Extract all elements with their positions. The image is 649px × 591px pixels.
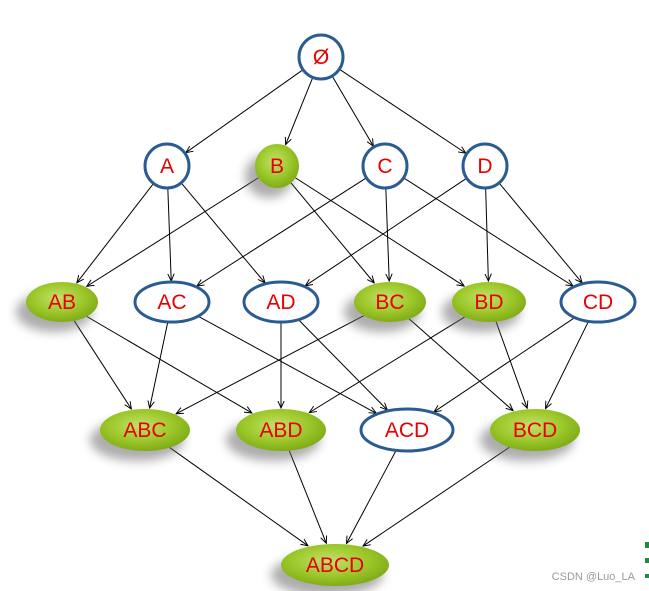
edge-AC-ABC (150, 321, 169, 408)
node-shape (354, 282, 426, 322)
edge-empty-C (331, 75, 373, 146)
edge-A-AB (77, 183, 154, 282)
node-shape (26, 282, 98, 322)
edge-C-CD (403, 177, 574, 286)
edge-B-BD (295, 177, 465, 286)
node-shape (297, 33, 345, 81)
node-CD: CD (559, 280, 637, 324)
edge-fragment (645, 558, 649, 563)
node-AB: AB (16, 282, 98, 332)
edge-BD-ABD (309, 316, 465, 413)
watermark: CSDN @Luo_LA (551, 571, 635, 583)
edge-BCD-ABCD (363, 446, 510, 546)
node-BD: BD (442, 282, 526, 332)
node-shape (281, 544, 389, 586)
node-label: CD (583, 291, 613, 314)
edge-B-AB (87, 177, 259, 287)
node-ABCD: ABCD (271, 544, 389, 591)
edge-empty-D (339, 68, 466, 153)
edge-D-CD (498, 182, 582, 283)
edge-AB-ABD (86, 316, 252, 412)
node-shape (242, 280, 320, 324)
node-AD: AD (242, 280, 320, 324)
node-B: B (245, 144, 299, 198)
edge-fragment (645, 574, 649, 578)
node-shape (236, 409, 326, 451)
node-ACD: ACD (359, 407, 455, 453)
node-label: ACD (385, 419, 429, 442)
edge-empty-B (286, 77, 314, 144)
node-shape (255, 144, 299, 188)
node-D: D (461, 142, 509, 190)
edge-BD-BCD (495, 321, 527, 409)
edge-ABC-ABCD (169, 447, 308, 546)
node-label: AC (157, 291, 186, 314)
edge-AB-ABC (73, 320, 131, 409)
node-label: BCD (513, 419, 557, 442)
node-label: BC (375, 291, 404, 314)
node-shape (143, 142, 191, 190)
node-ABC: ABC (90, 409, 190, 461)
edge-D-BD (486, 187, 489, 281)
edge-empty-A (186, 69, 304, 153)
node-BC: BC (344, 282, 426, 332)
node-label: B (270, 155, 284, 178)
node-A: A (143, 142, 191, 190)
edge-CD-ACD (434, 317, 576, 412)
edge-AC-ACD (197, 315, 376, 413)
node-shape (461, 142, 509, 190)
lattice-edges (73, 68, 589, 546)
node-shape (133, 280, 211, 324)
edge-CD-BCD (546, 321, 589, 408)
node-ABD: ABD (226, 409, 326, 461)
node-label: BD (474, 291, 503, 314)
node-C: C (361, 142, 409, 190)
node-BCD: BCD (480, 409, 580, 461)
edge-D-AD (305, 177, 467, 286)
node-label: AD (266, 291, 295, 314)
edge-ACD-ABCD (346, 450, 397, 543)
node-shape (361, 142, 409, 190)
node-AC: AC (133, 280, 211, 324)
edge-BC-ABC (176, 315, 365, 414)
node-shape (452, 282, 526, 322)
node-shape (359, 407, 455, 453)
edge-A-AD (180, 182, 265, 283)
node-label: ABC (123, 419, 166, 442)
edge-ABD-ABCD (288, 450, 326, 544)
node-empty: Ø (297, 33, 345, 81)
node-shape (559, 280, 637, 324)
edge-C-BC (385, 187, 389, 281)
edge-AD-ACD (298, 319, 387, 410)
node-label: C (377, 155, 392, 178)
edge-B-BC (290, 182, 374, 283)
node-shape (100, 409, 190, 451)
node-label: ABD (259, 419, 302, 442)
node-label: ABCD (306, 554, 364, 577)
edge-C-AC (197, 177, 367, 286)
edge-fragment (645, 542, 649, 548)
node-label: AB (48, 291, 76, 314)
node-label: D (477, 155, 492, 178)
node-label: Ø (313, 46, 329, 69)
node-label: A (160, 155, 174, 178)
node-shape (490, 409, 580, 451)
edge-BC-BCD (408, 318, 513, 411)
